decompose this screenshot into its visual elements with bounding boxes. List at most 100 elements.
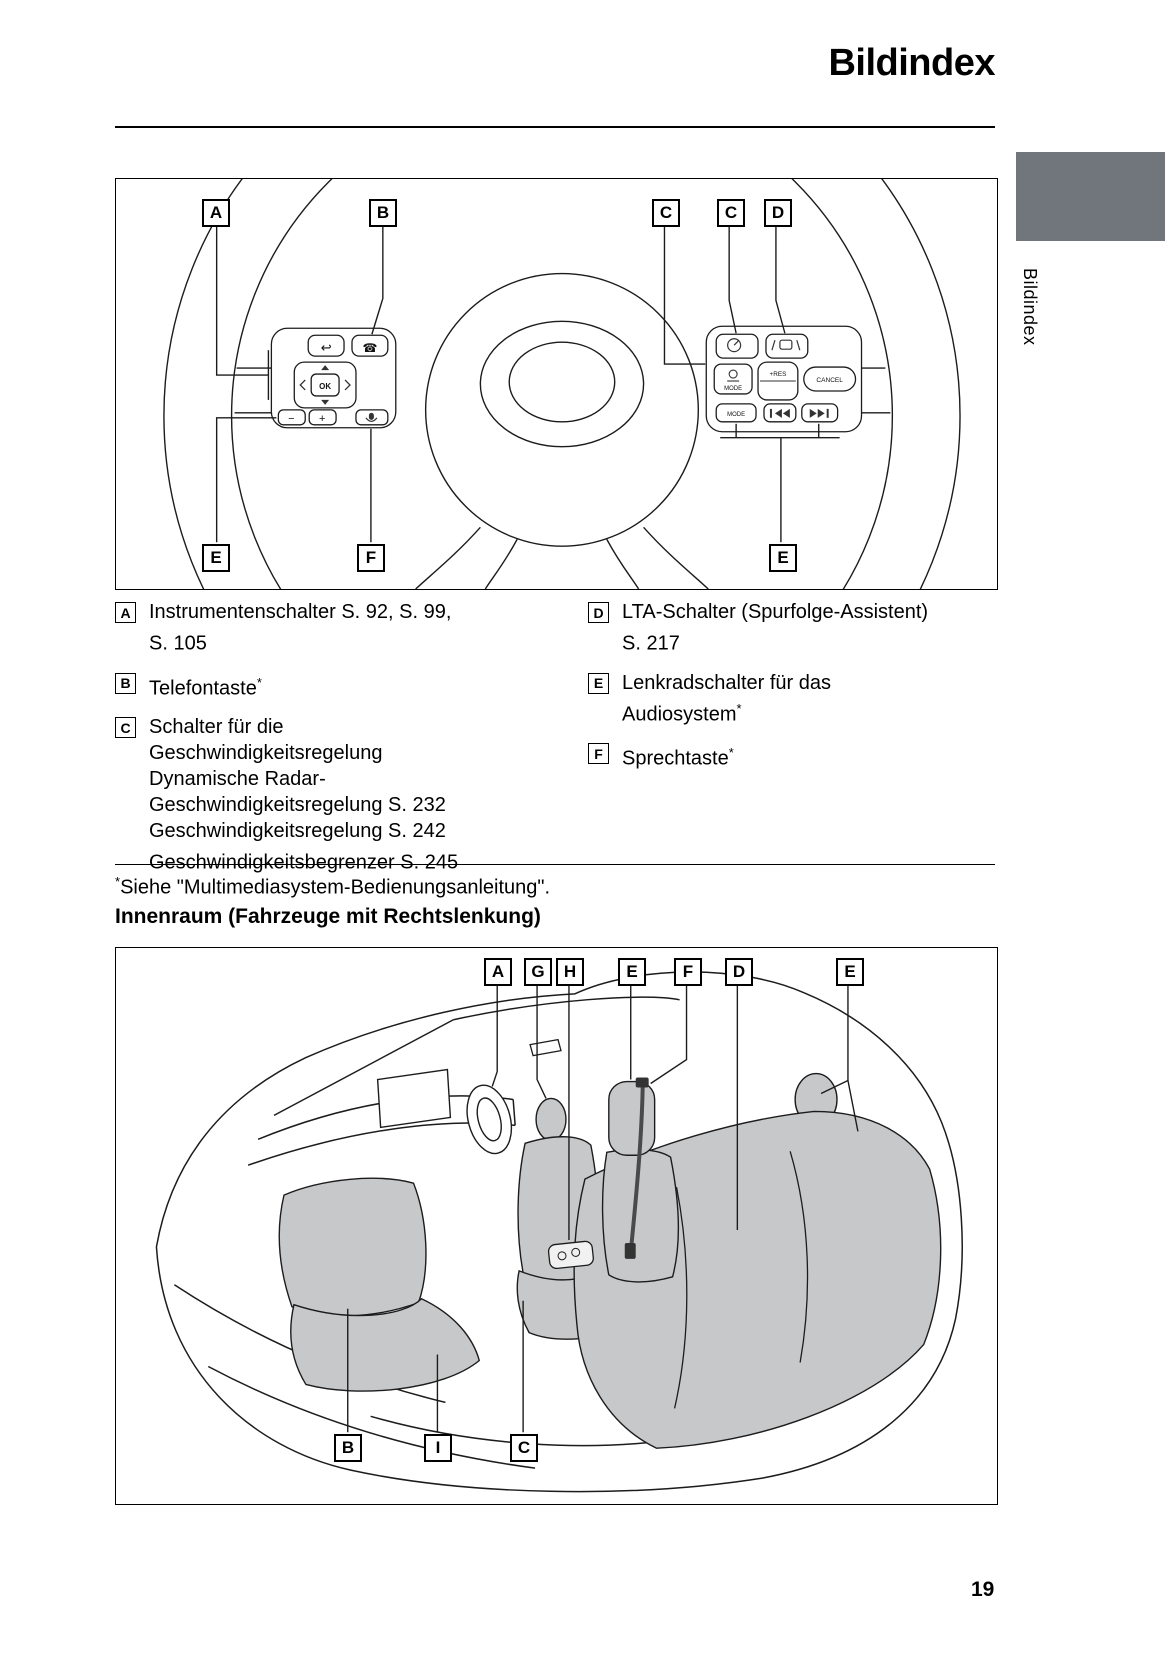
legend-key-d: D [588, 602, 609, 623]
section-tab-label: Bildindex [1020, 268, 1040, 346]
rear-center-headrest [608, 1080, 656, 1156]
callout2-d: D [725, 958, 753, 986]
legend-text-e-body: Lenkradschalter für das Audiosystem [622, 671, 832, 726]
cancel-label: CANCEL [816, 377, 843, 384]
volume-up-button [308, 409, 337, 426]
callout2-b: B [334, 1434, 362, 1462]
cruise-button [715, 333, 759, 359]
ok-label: OK [319, 382, 331, 391]
lane-assist-icon [771, 339, 801, 351]
callout-b: B [369, 199, 397, 227]
res-label: +RES [770, 371, 787, 378]
legend-key-a: A [115, 602, 136, 623]
back-icon: ↩ [321, 340, 332, 355]
callout2-e-1: E [618, 958, 646, 986]
legend-text-f-body: Sprechtaste [622, 747, 729, 770]
callout-c-1: C [652, 199, 680, 227]
footnote-text: Siehe "Multimediasystem-Bedienungsanleit… [120, 876, 551, 899]
down-arrow-icon [321, 399, 330, 405]
legend-item-f: F Sprechtaste* [588, 740, 995, 772]
steering-wheel-figure: ↩ ☎ OK − + [115, 178, 998, 590]
callout2-e-2: E [836, 958, 864, 986]
legend-text-d-body: LTA-Schalter (Spurfolge-Assistent) S. 21… [622, 601, 929, 655]
page-title: Bildindex [828, 42, 995, 84]
volume-down-button [277, 409, 306, 426]
left-arrow-icon [299, 379, 306, 391]
legend-left-column: A Instrumentenschalter S. 92, S. 99, S. … [115, 599, 567, 876]
audio-mode-button [715, 403, 757, 423]
phone-button [351, 334, 389, 357]
a-pillar-line [273, 1019, 454, 1117]
mode-label: MODE [724, 386, 742, 392]
section-tab [1016, 152, 1165, 241]
bench-seams [673, 1151, 809, 1409]
audio-mode-label: MODE [727, 412, 745, 418]
callout-e-left: E [202, 544, 230, 572]
legend-right-column: D LTA-Schalter (Spurfolge-Assistent) S. … [588, 599, 995, 772]
volume-down-icon: − [288, 413, 294, 425]
legend-item-e: E Lenkradschalter für das Audiosystem* [588, 670, 995, 728]
legend-text-e-sup: * [736, 700, 742, 716]
callout-c-2: C [717, 199, 745, 227]
legend-key-b: B [115, 672, 136, 694]
rearview-mirror [529, 1038, 562, 1057]
legend-item-d: D LTA-Schalter (Spurfolge-Assistent) S. … [588, 599, 995, 657]
phone-icon: ☎ [362, 341, 377, 355]
cruise-speed-icon [727, 338, 742, 353]
back-button [307, 334, 345, 357]
callout2-g: G [524, 958, 552, 986]
steering-wheel-drawing: ↩ ☎ OK − + [163, 179, 961, 589]
legend-text-b-body: Telefontaste [149, 677, 257, 700]
legend-text-c-body: Schalter für die Geschwindigkeitsregelun… [149, 716, 459, 874]
mode-distance-button [713, 363, 753, 395]
lta-button [765, 333, 809, 359]
prev-track-icon [769, 408, 790, 418]
cancel-button [803, 366, 857, 392]
front-left-seat-back [278, 1177, 427, 1317]
wheel-rim [163, 179, 961, 589]
interior-figure: A G H E F D E B I C [115, 947, 998, 1505]
right-pod-icons: MODE +RES CANCEL MODE [724, 338, 843, 418]
footnote-asterisk: * [115, 874, 121, 889]
roof-line [453, 996, 680, 1021]
ok-button [310, 373, 340, 397]
callout2-h: H [556, 958, 584, 986]
right-switch-pod [705, 325, 863, 433]
legend-text-f-sup: * [728, 745, 734, 761]
callout2-f: F [674, 958, 702, 986]
legend-item-b: B Telefontaste* [115, 670, 567, 702]
page-number: 19 [971, 1578, 995, 1601]
legend-key-c: C [115, 717, 136, 739]
right-arrow-icon [344, 379, 351, 391]
title-rule [115, 126, 995, 128]
legend-text-e: Lenkradschalter für das Audiosystem* [622, 670, 831, 728]
interior-drawing [155, 971, 963, 1493]
front-seat-headrest [535, 1097, 567, 1142]
talk-mic-icon [365, 412, 378, 422]
volume-up-icon: + [319, 413, 325, 425]
legend-item-c: C Schalter für die Geschwindigkeitsregel… [115, 714, 567, 876]
footnote-rule [115, 864, 995, 865]
legend-text-b: Telefontaste* [149, 670, 262, 702]
rear-left-seat-back [601, 1148, 680, 1283]
callout-lines-fig1 [215, 226, 840, 543]
callout2-c: C [510, 1434, 538, 1462]
steering-wheel-small [466, 1084, 513, 1155]
legend-key-f: F [588, 743, 609, 765]
legend-item-a: A Instrumentenschalter S. 92, S. 99, S. … [115, 599, 567, 657]
dash-screen [376, 1068, 452, 1129]
callout2-a: A [484, 958, 512, 986]
legend-key-e: E [588, 672, 609, 694]
next-track-icon [809, 408, 829, 418]
legend-text-f: Sprechtaste* [622, 740, 734, 772]
footnote: *Siehe "Multimediasystem-Bedienungsanlei… [115, 874, 550, 900]
door-sill-line [207, 1365, 536, 1469]
callout2-i: I [424, 1434, 452, 1462]
section-heading: Innenraum (Fahrzeuge mit Rechtslenkung) [115, 905, 541, 928]
legend-text-a: Instrumentenschalter S. 92, S. 99, S. 10… [149, 599, 451, 657]
callout-e-right: E [769, 544, 797, 572]
seatbelt [624, 1077, 649, 1259]
distance-icon [727, 369, 740, 382]
seats [278, 1072, 942, 1449]
